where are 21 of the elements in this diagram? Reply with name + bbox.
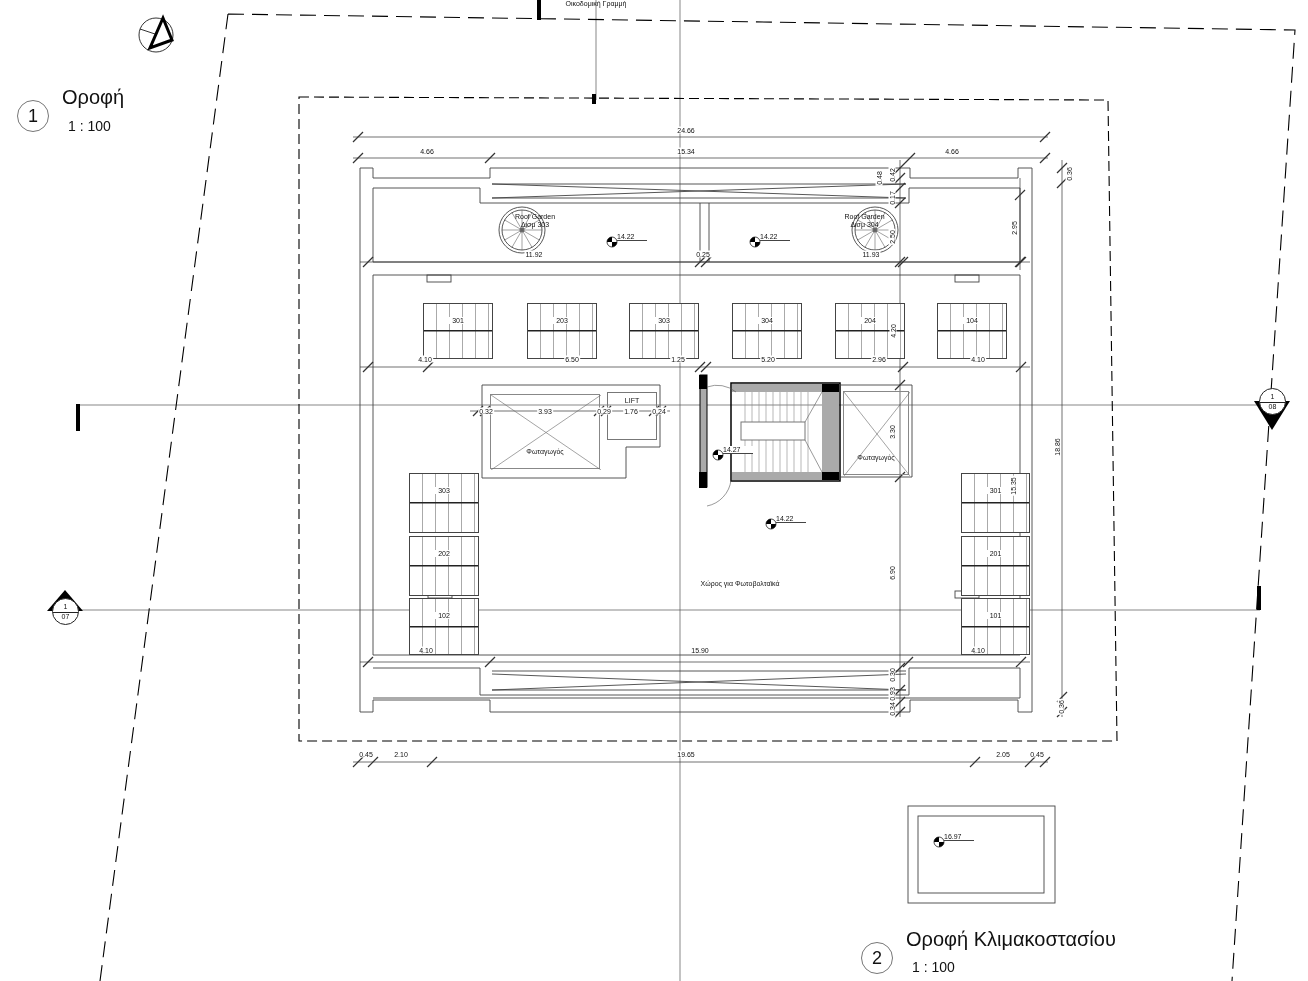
section-marker [1259, 388, 1286, 415]
panel-array-box [835, 303, 905, 359]
light-shaft-box [843, 391, 909, 475]
panel-array-box [961, 473, 1030, 533]
view-number: 1 [28, 105, 38, 127]
panel-array-box [629, 303, 699, 359]
panel-array-box [527, 303, 597, 359]
view-title: Οροφή Κλιμακοστασίου [906, 928, 1116, 951]
panel-array-box [409, 598, 479, 655]
panel-array-box [409, 536, 479, 596]
view-number: 2 [872, 947, 882, 969]
panel-array-box [961, 598, 1030, 655]
panel-array-box [409, 473, 479, 533]
panel-array-box [937, 303, 1007, 359]
panel-array-box [732, 303, 802, 359]
scale-label: 1 : 100 [68, 118, 111, 134]
section-marker [52, 598, 79, 625]
panel-array-box [423, 303, 493, 359]
view-title: Οροφή [62, 86, 125, 109]
scale-label: 1 : 100 [912, 959, 955, 975]
panel-array-box [961, 536, 1030, 596]
